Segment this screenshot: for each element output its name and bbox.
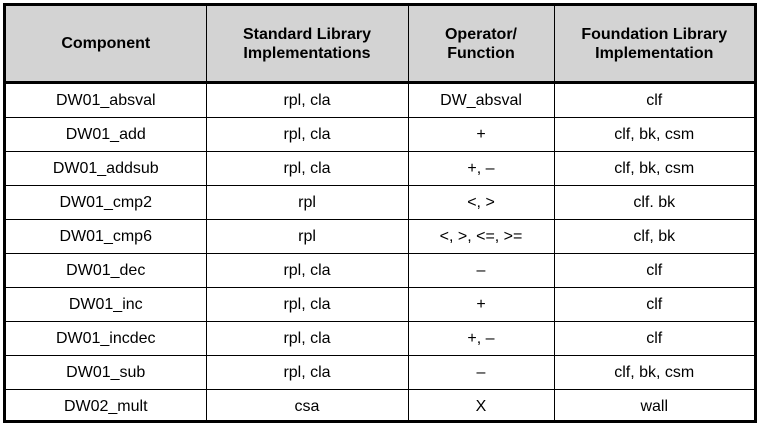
cell-component: DW01_dec [6, 253, 207, 288]
cell-standard-library: rpl, cla [205, 287, 409, 322]
cell-foundation-library: clf. bk [553, 185, 754, 220]
cell-operator-function: – [407, 355, 555, 390]
cell-standard-library: csa [205, 389, 409, 423]
cell-standard-library: rpl, cla [205, 355, 409, 390]
table-row: DW01_cmp2 rpl <, > clf. bk [6, 185, 754, 220]
cell-standard-library: rpl, cla [205, 82, 409, 118]
cell-foundation-library: clf, bk, csm [553, 151, 754, 186]
table-row: DW01_cmp6 rpl <, >, <=, >= clf, bk [6, 219, 754, 254]
cell-operator-function: <, >, <=, >= [407, 219, 555, 254]
cell-operator-function: X [407, 389, 555, 423]
cell-foundation-library: clf, bk, csm [553, 355, 754, 390]
component-table: Component Standard Library Implementatio… [6, 6, 754, 423]
cell-operator-function: DW_absval [407, 82, 555, 118]
cell-operator-function: + [407, 117, 555, 152]
table-row: DW02_mult csa X wall [6, 389, 754, 423]
cell-foundation-library: clf [553, 287, 754, 322]
cell-operator-function: <, > [407, 185, 555, 220]
table-row: DW01_sub rpl, cla – clf, bk, csm [6, 355, 754, 390]
cell-foundation-library: clf [553, 321, 754, 356]
cell-component: DW01_incdec [6, 321, 207, 356]
cell-foundation-library: clf [553, 82, 754, 118]
cell-component: DW01_absval [6, 82, 207, 118]
cell-operator-function: + [407, 287, 555, 322]
table-row: DW01_inc rpl, cla + clf [6, 287, 754, 322]
cell-standard-library: rpl, cla [205, 253, 409, 288]
table-header-row: Component Standard Library Implementatio… [6, 6, 754, 84]
cell-component: DW01_addsub [6, 151, 207, 186]
cell-standard-library: rpl, cla [205, 117, 409, 152]
table-row: DW01_absval rpl, cla DW_absval clf [6, 82, 754, 118]
cell-operator-function: +, – [407, 151, 555, 186]
cell-standard-library: rpl [205, 219, 409, 254]
cell-component: DW01_cmp2 [6, 185, 207, 220]
cell-foundation-library: clf, bk [553, 219, 754, 254]
component-table-frame: Component Standard Library Implementatio… [3, 3, 757, 423]
cell-standard-library: rpl, cla [205, 151, 409, 186]
header-component: Component [6, 6, 207, 84]
cell-component: DW01_cmp6 [6, 219, 207, 254]
header-standard-library: Standard Library Implementations [205, 6, 409, 84]
header-foundation-library: Foundation Library Implementation [553, 6, 754, 84]
cell-foundation-library: clf, bk, csm [553, 117, 754, 152]
cell-component: DW01_sub [6, 355, 207, 390]
table-row: DW01_incdec rpl, cla +, – clf [6, 321, 754, 356]
cell-foundation-library: wall [553, 389, 754, 423]
cell-foundation-library: clf [553, 253, 754, 288]
header-operator-function: Operator/ Function [407, 6, 555, 84]
cell-component: DW01_add [6, 117, 207, 152]
cell-component: DW02_mult [6, 389, 207, 423]
cell-operator-function: +, – [407, 321, 555, 356]
table-row: DW01_add rpl, cla + clf, bk, csm [6, 117, 754, 152]
table-row: DW01_dec rpl, cla – clf [6, 253, 754, 288]
cell-standard-library: rpl, cla [205, 321, 409, 356]
cell-operator-function: – [407, 253, 555, 288]
cell-standard-library: rpl [205, 185, 409, 220]
table-row: DW01_addsub rpl, cla +, – clf, bk, csm [6, 151, 754, 186]
cell-component: DW01_inc [6, 287, 207, 322]
